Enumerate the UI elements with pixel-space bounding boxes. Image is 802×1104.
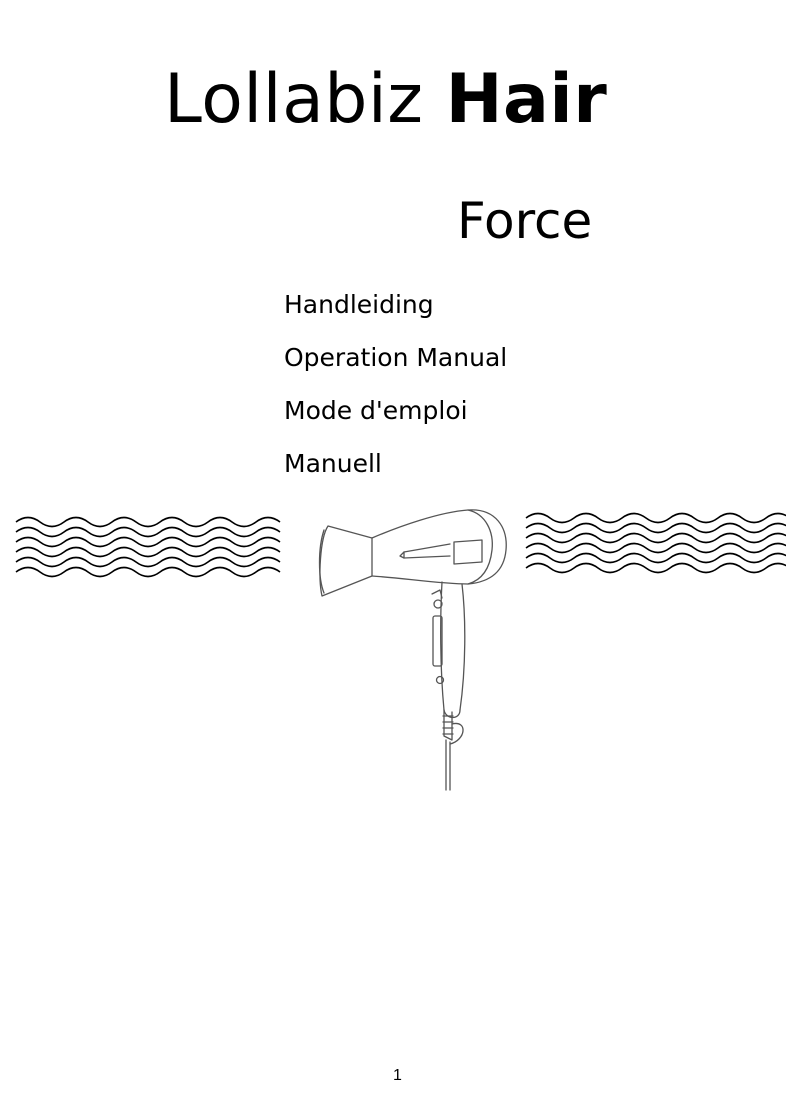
hair-dryer-icon	[318, 509, 507, 791]
brand-title: Lollabiz Hair	[164, 66, 607, 134]
manual-title-dutch: Handleiding	[284, 290, 434, 319]
brand-name-bold: Hair	[445, 60, 608, 139]
manual-title-german: Manuell	[284, 449, 382, 478]
manual-title-french: Mode d'emploi	[284, 396, 468, 425]
page-number: 1	[393, 1067, 402, 1084]
brand-name-regular: Lollabiz	[164, 60, 424, 139]
wave-lines-icon	[525, 512, 786, 574]
model-name: Force	[457, 192, 593, 250]
wave-lines-icon	[15, 516, 281, 578]
manual-title-english: Operation Manual	[284, 343, 508, 372]
